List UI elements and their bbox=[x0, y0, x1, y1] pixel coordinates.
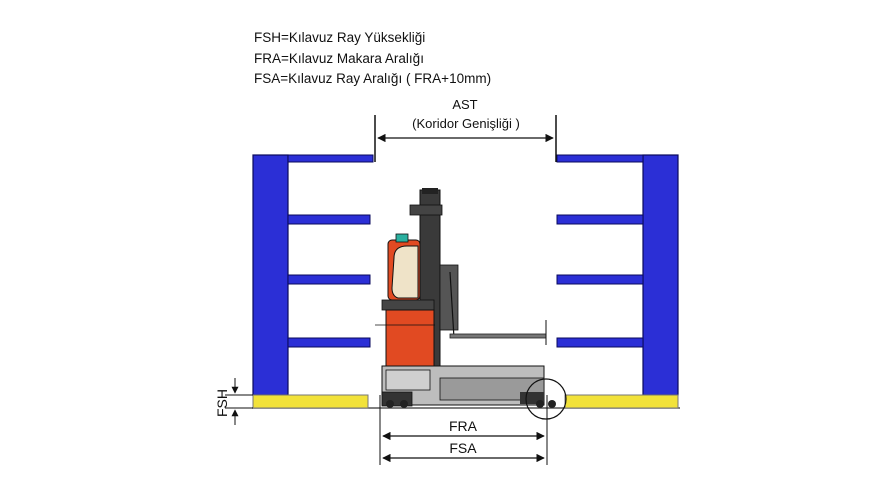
left-rack-shelf bbox=[287, 214, 371, 225]
right-rack bbox=[556, 154, 679, 396]
fsa-label: FSA bbox=[449, 440, 477, 456]
forklift-mast-top bbox=[422, 188, 438, 194]
fra-label: FRA bbox=[449, 418, 478, 434]
left-rack-shelf bbox=[287, 337, 371, 348]
right-rack-upright bbox=[642, 154, 679, 396]
control-lever bbox=[395, 233, 409, 243]
left-guide-rail bbox=[252, 394, 369, 409]
right-guide-roller bbox=[536, 400, 544, 408]
left-guide-roller bbox=[386, 400, 394, 408]
legend-fsa: FSA=Kılavuz Ray Aralığı ( FRA+10mm) bbox=[254, 71, 492, 86]
fsh-dimension: FSH bbox=[214, 378, 253, 425]
right-rack-shelf bbox=[556, 337, 644, 348]
right-guide-roller bbox=[548, 400, 556, 408]
right-guide-rail bbox=[564, 394, 679, 409]
chassis-panel bbox=[385, 369, 431, 391]
left-rack bbox=[252, 154, 374, 396]
fork-carriage bbox=[439, 264, 459, 331]
ast-label: AST bbox=[452, 97, 477, 112]
fsa-dimension: FSA bbox=[382, 440, 545, 463]
legend-fsh: FSH=Kılavuz Ray Yüksekliği bbox=[254, 30, 426, 45]
fsh-label: FSH bbox=[214, 389, 230, 417]
battery-lid bbox=[381, 299, 435, 311]
fra-dimension: FRA bbox=[382, 418, 545, 441]
right-rack-shelf bbox=[556, 214, 644, 225]
right-rack-top-beam bbox=[556, 154, 644, 163]
guide-roller-highlight bbox=[525, 378, 567, 420]
outrigger bbox=[439, 377, 545, 401]
ast-sub-label: (Koridor Genişliği ) bbox=[412, 116, 520, 131]
forklift-body bbox=[385, 309, 435, 367]
hydraulic-hose bbox=[449, 271, 455, 339]
fork-tine bbox=[449, 333, 547, 339]
right-rack-shelf bbox=[556, 274, 644, 285]
ast-dimension: AST (Koridor Genişliği ) bbox=[374, 97, 557, 162]
forklift bbox=[375, 188, 567, 420]
overhead-guard bbox=[409, 204, 443, 216]
left-rack-upright bbox=[252, 154, 289, 396]
left-guide-roller bbox=[400, 400, 408, 408]
left-rack-shelf bbox=[287, 274, 371, 285]
left-rack-top-beam bbox=[287, 154, 374, 163]
legend-fra: FRA=Kılavuz Makara Aralığı bbox=[254, 51, 424, 66]
operator-seat bbox=[391, 245, 419, 299]
